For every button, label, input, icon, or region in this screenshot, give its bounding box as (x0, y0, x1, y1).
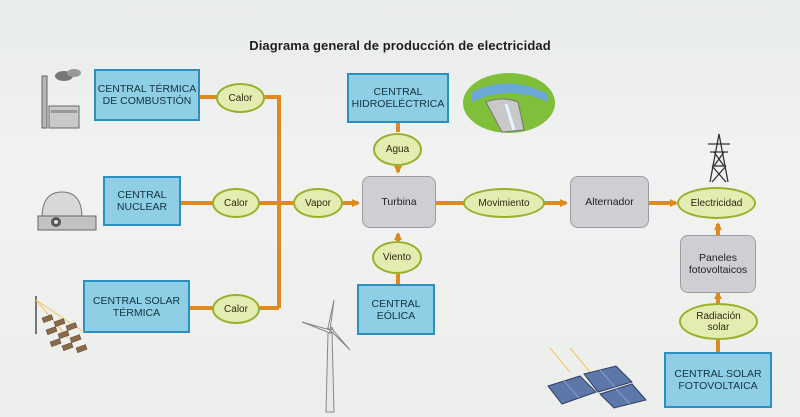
flow-calor-nuclear: Calor (212, 188, 260, 218)
source-central-hidroelectrica: CENTRAL HIDROELÉCTRICA (347, 73, 449, 123)
process-turbina: Turbina (362, 176, 436, 228)
flow-vapor: Vapor (293, 188, 343, 218)
wind-turbine-icon (301, 299, 351, 413)
solar-panels-icon (547, 347, 647, 409)
dam-icon (463, 73, 555, 133)
flow-agua: Agua (373, 133, 422, 166)
source-central-termica: CENTRAL TÉRMICA DE COMBUSTIÓN (94, 69, 200, 121)
flow-radiacion-solar: Radiación solar (679, 303, 758, 340)
solar-thermal-field-icon (35, 296, 88, 354)
flow-movimiento: Movimiento (463, 188, 545, 218)
flow-viento: Viento (372, 241, 422, 274)
diagram-title: Diagrama general de producción de electr… (249, 38, 551, 53)
nuclear-plant-icon (37, 191, 97, 231)
flow-calor-termica: Calor (216, 83, 265, 113)
source-central-solar-termica: CENTRAL SOLAR TÉRMICA (83, 280, 190, 333)
source-central-nuclear: CENTRAL NUCLEAR (103, 176, 181, 226)
connector-bus (265, 95, 281, 308)
process-alternador: Alternador (570, 176, 649, 228)
factory-chimney-icon (41, 69, 81, 129)
source-central-eolica: CENTRAL EÓLICA (357, 284, 435, 335)
flow-electricidad: Electricidad (677, 187, 756, 219)
flow-calor-solar: Calor (212, 294, 260, 324)
process-paneles-fotovoltaicos: Paneles fotovoltaicos (680, 235, 756, 293)
power-tower-icon (708, 133, 730, 183)
source-central-solar-fotovoltaica: CENTRAL SOLAR FOTOVOLTAICA (664, 352, 772, 408)
